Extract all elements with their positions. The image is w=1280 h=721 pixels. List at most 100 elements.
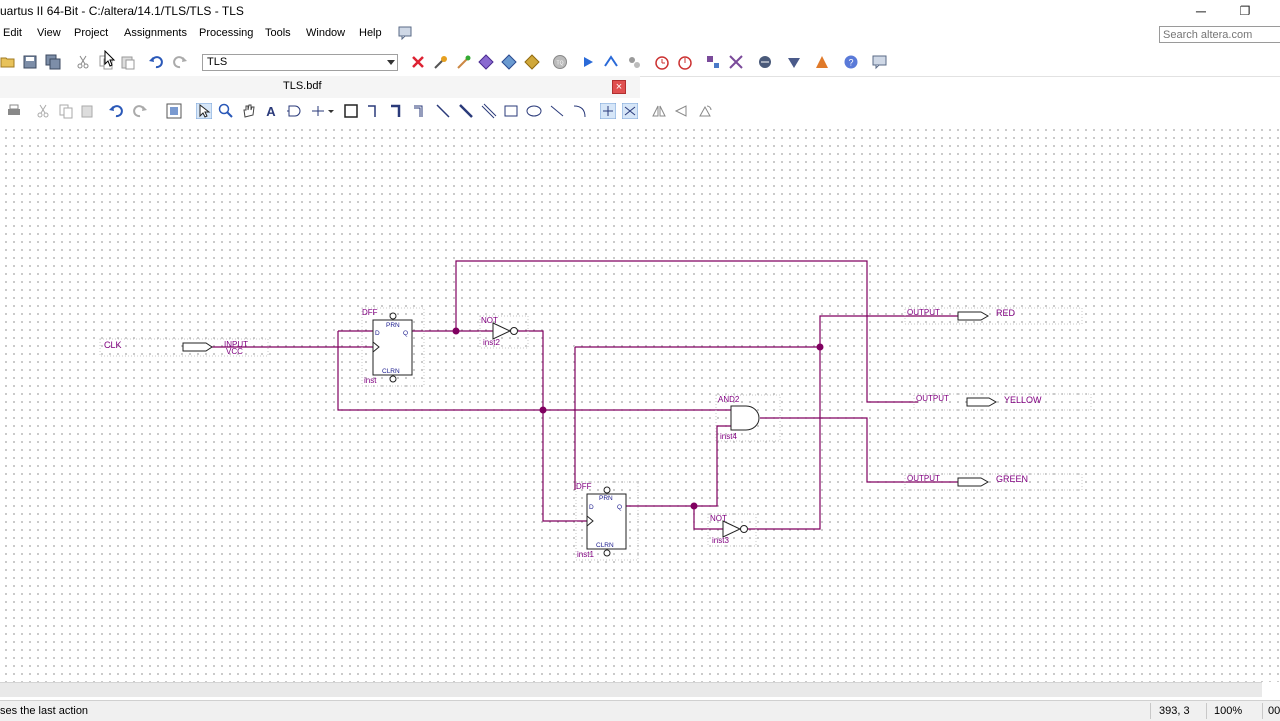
wire-q2[interactable]: [626, 425, 731, 507]
signaltap-icon[interactable]: [786, 54, 802, 70]
help-comment-icon[interactable]: [398, 26, 412, 40]
search-input[interactable]: [1159, 26, 1280, 43]
project-hierarchy-select[interactable]: TLS: [202, 54, 398, 71]
horizontal-scrollbar[interactable]: [0, 682, 1262, 697]
hand-tool-icon[interactable]: [241, 103, 257, 119]
partial-line-selection-icon[interactable]: [600, 103, 616, 119]
minimize-button[interactable]: ─: [1196, 3, 1206, 19]
undo-icon[interactable]: [108, 103, 124, 119]
restore-button[interactable]: ❐: [1239, 4, 1251, 18]
megawizard-icon[interactable]: [814, 54, 830, 70]
rotate-icon[interactable]: [697, 103, 713, 119]
open-folder-icon[interactable]: [0, 54, 16, 70]
zoom-tool-icon[interactable]: [218, 103, 234, 119]
orthogonal-bus-tool-icon[interactable]: [389, 103, 405, 119]
menu-window[interactable]: Window: [306, 27, 346, 39]
menu-processing[interactable]: Processing: [199, 27, 254, 39]
symbol-tool-icon[interactable]: [286, 103, 302, 119]
rectangle-tool-icon[interactable]: [503, 103, 519, 119]
not-gate[interactable]: NOT inst2: [479, 315, 529, 349]
junctions: [452, 327, 824, 510]
start-compilation-icon[interactable]: [580, 54, 596, 70]
synthesis-icon[interactable]: [501, 54, 517, 70]
close-document-icon[interactable]: ×: [612, 80, 626, 94]
oval-tool-icon[interactable]: [526, 103, 542, 119]
analysis-icon[interactable]: [478, 54, 494, 70]
wire-red[interactable]: [748, 315, 958, 530]
chevron-down-icon[interactable]: [326, 103, 336, 119]
wire-feedback[interactable]: [337, 331, 731, 411]
wire-not2-in[interactable]: [693, 506, 723, 530]
help-icon[interactable]: ?: [843, 54, 859, 70]
timing-icon[interactable]: TQ: [552, 54, 568, 70]
menu-project[interactable]: Project: [74, 27, 109, 39]
pin-tool-icon[interactable]: [310, 103, 326, 119]
output-pin-yellow[interactable]: OUTPUT YELLOW: [913, 393, 1092, 411]
orthogonal-node-tool-icon[interactable]: [366, 103, 382, 119]
feedback-icon[interactable]: [872, 54, 888, 70]
menu-edit[interactable]: Edit: [3, 27, 22, 39]
pin-view-icon[interactable]: [166, 103, 182, 119]
diagonal-node-tool-icon[interactable]: [435, 103, 451, 119]
pin-d: D: [589, 504, 594, 511]
netlist-icon[interactable]: [626, 54, 642, 70]
clock-icon[interactable]: [677, 54, 693, 70]
stop-processing-icon[interactable]: [410, 54, 426, 70]
dff-symbol[interactable]: DFF PRN D Q CLRN inst: [361, 307, 425, 387]
instance-name: inst1: [577, 550, 594, 559]
flip-vertical-icon[interactable]: [674, 103, 690, 119]
wire-yellow[interactable]: [455, 260, 918, 403]
pin-clrn: CLRN: [596, 542, 614, 549]
symbol-type: NOT: [710, 514, 727, 523]
wire-green[interactable]: [760, 417, 958, 483]
wire-not1-out[interactable]: [518, 330, 587, 522]
flip-horizontal-icon[interactable]: [651, 103, 667, 119]
timequest-icon[interactable]: [654, 54, 670, 70]
menu-assignments[interactable]: Assignments: [124, 27, 187, 39]
svg-text:A: A: [266, 104, 276, 119]
pin-type: OUTPUT: [907, 474, 940, 483]
save-icon[interactable]: [22, 54, 38, 70]
not-gate[interactable]: NOT inst3: [707, 513, 757, 547]
menu-tools[interactable]: Tools: [265, 27, 291, 39]
diagonal-bus-tool-icon[interactable]: [458, 103, 474, 119]
diagonal-conduit-tool-icon[interactable]: [481, 103, 497, 119]
redo-icon[interactable]: [132, 103, 148, 119]
chip-planner-icon[interactable]: [705, 54, 721, 70]
output-pin-red[interactable]: OUTPUT RED: [904, 307, 1083, 325]
menu-bar: Edit View Project Assignments Processing…: [0, 24, 1280, 44]
wand-icon[interactable]: [456, 54, 472, 70]
selection-tool-icon[interactable]: [196, 103, 212, 119]
copy-icon[interactable]: [58, 103, 74, 119]
technology-map-icon[interactable]: [728, 54, 744, 70]
cut-icon[interactable]: [35, 103, 51, 119]
block-tool-icon[interactable]: [343, 103, 359, 119]
undo-icon[interactable]: [148, 54, 164, 70]
paste-icon[interactable]: [80, 103, 96, 119]
save-all-icon[interactable]: [45, 54, 61, 70]
dff-symbol[interactable]: DFF PRN D Q CLRN inst1: [575, 481, 639, 561]
paste-icon[interactable]: [120, 54, 136, 70]
redo-icon[interactable]: [172, 54, 188, 70]
fitter-icon[interactable]: [524, 54, 540, 70]
schematic-canvas[interactable]: CLK INPUT VCC DFF PRN D Q CLRN inst NOT …: [0, 124, 1280, 682]
programmer-icon[interactable]: [757, 54, 773, 70]
pin-planner-icon[interactable]: [433, 54, 449, 70]
assembler-icon[interactable]: [603, 54, 619, 70]
menu-view[interactable]: View: [37, 27, 61, 39]
status-zoom: 100%: [1214, 705, 1243, 717]
input-pin-clk[interactable]: CLK INPUT VCC: [99, 338, 269, 357]
orthogonal-conduit-tool-icon[interactable]: [412, 103, 428, 119]
output-pin-green[interactable]: OUTPUT GREEN: [904, 473, 1083, 491]
text-tool-icon[interactable]: A: [263, 103, 279, 119]
arc-tool-icon[interactable]: [572, 103, 588, 119]
and-gate[interactable]: AND2 inst4: [715, 394, 781, 442]
cut-icon[interactable]: [75, 54, 91, 70]
line-tool-icon[interactable]: [549, 103, 565, 119]
print-icon[interactable]: [6, 103, 22, 119]
junction-dot: [690, 502, 698, 510]
rubberbanding-icon[interactable]: [622, 103, 638, 119]
menu-help[interactable]: Help: [359, 27, 382, 39]
schematic-drawing[interactable]: CLK INPUT VCC DFF PRN D Q CLRN inst NOT …: [0, 124, 1280, 682]
document-tab[interactable]: TLS.bdf: [0, 76, 640, 98]
